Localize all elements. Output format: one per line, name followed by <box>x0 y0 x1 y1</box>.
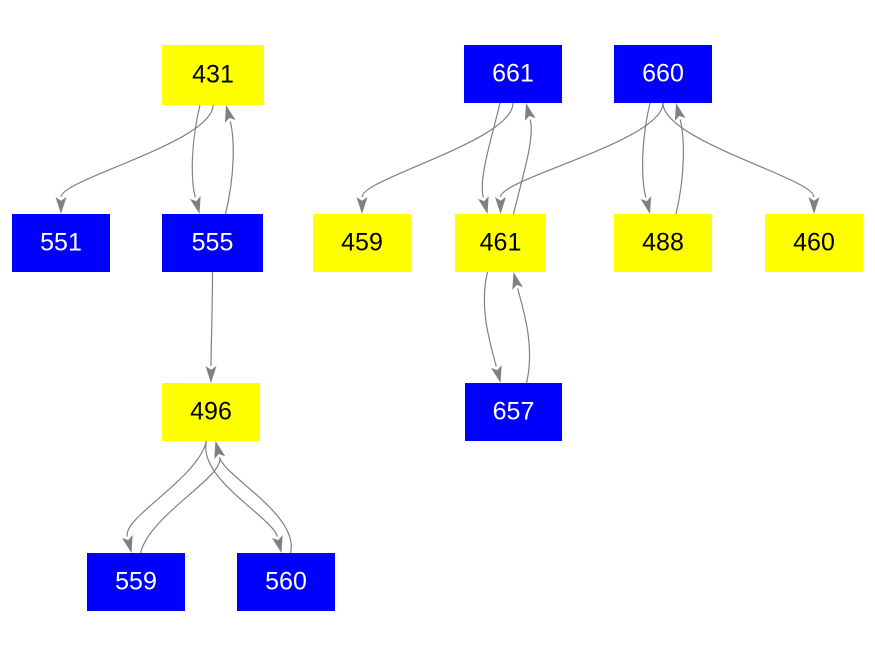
node-box[interactable] <box>162 45 264 105</box>
graph-node-496[interactable]: 496 <box>162 383 260 441</box>
graph-edge-arrowhead <box>808 197 820 214</box>
graph-edge <box>219 457 292 554</box>
node-box[interactable] <box>765 214 863 272</box>
node-label: 661 <box>492 60 534 88</box>
graph-edge-arrowhead <box>271 535 283 553</box>
node-box[interactable] <box>162 383 260 441</box>
graph-edge <box>210 271 214 367</box>
graph-edge-arrowhead <box>674 103 686 121</box>
graph-edge <box>517 288 531 384</box>
node-box[interactable] <box>464 45 562 103</box>
graph-node-488[interactable]: 488 <box>614 214 712 272</box>
graph-edge-arrowhead <box>189 196 201 214</box>
graph-edge-arrowhead <box>356 197 368 214</box>
graph-edge <box>662 102 815 198</box>
graph-node-551[interactable]: 551 <box>12 214 110 272</box>
node-label: 551 <box>40 229 82 257</box>
node-label: 496 <box>190 398 232 426</box>
node-box[interactable] <box>614 214 712 272</box>
graph-node-459[interactable]: 459 <box>313 214 411 272</box>
edge-layer <box>55 102 820 554</box>
node-box[interactable] <box>614 45 712 103</box>
graph-node-461[interactable]: 461 <box>455 214 546 272</box>
node-label: 555 <box>192 229 234 257</box>
node-box[interactable] <box>313 214 411 272</box>
node-label: 488 <box>642 229 684 257</box>
graph-edge <box>675 119 684 215</box>
node-label: 559 <box>115 568 157 596</box>
node-box[interactable] <box>162 214 263 272</box>
graph-edge-arrowhead <box>55 197 67 214</box>
graph-edge-arrowhead <box>214 441 226 459</box>
node-label: 560 <box>265 568 307 596</box>
node-box[interactable] <box>87 553 185 611</box>
node-label: 431 <box>192 61 234 89</box>
graph-node-661[interactable]: 661 <box>464 45 562 103</box>
node-label: 459 <box>341 229 383 257</box>
node-box[interactable] <box>237 553 335 611</box>
node-box[interactable] <box>465 383 562 441</box>
graph-edge <box>205 440 278 537</box>
graph-edge-arrowhead <box>121 535 133 553</box>
node-label: 461 <box>480 229 522 257</box>
graph-edge-arrowhead <box>640 196 652 214</box>
graph-edge <box>483 271 497 367</box>
graph-edge <box>126 440 208 537</box>
graph-edge-arrowhead <box>490 365 502 383</box>
graph-edge <box>512 119 532 215</box>
graph-node-460[interactable]: 460 <box>765 214 863 272</box>
graph-node-660[interactable]: 660 <box>614 45 712 103</box>
graph-node-560[interactable]: 560 <box>237 553 335 611</box>
graph-edge-arrowhead <box>524 103 536 121</box>
graph-edge <box>481 102 501 198</box>
graph-edge <box>191 104 201 198</box>
graph-edge <box>499 102 664 198</box>
node-label: 460 <box>793 229 835 257</box>
node-box[interactable] <box>12 214 110 272</box>
graph-edge <box>361 102 514 198</box>
graph-node-555[interactable]: 555 <box>162 214 263 272</box>
node-layer: 431 551 555 496 559 560 661 660 459 461 488 460 657 <box>12 45 863 611</box>
graph-edge <box>224 121 234 215</box>
graph-edge-arrowhead <box>495 197 506 214</box>
graph-node-559[interactable]: 559 <box>87 553 185 611</box>
graph-edge-arrowhead <box>205 366 217 383</box>
graph-node-657[interactable]: 657 <box>465 383 562 441</box>
graph-edge <box>139 457 221 554</box>
node-box[interactable] <box>455 214 546 272</box>
graph-edge-arrowhead <box>512 272 524 290</box>
graph-edge-arrowhead <box>224 105 236 123</box>
graph-edge-arrowhead <box>477 196 489 214</box>
graph-edge <box>60 104 214 198</box>
graph-node-431[interactable]: 431 <box>162 45 264 105</box>
graph-edge <box>642 102 651 198</box>
node-label: 657 <box>493 398 535 426</box>
node-label: 660 <box>642 60 684 88</box>
